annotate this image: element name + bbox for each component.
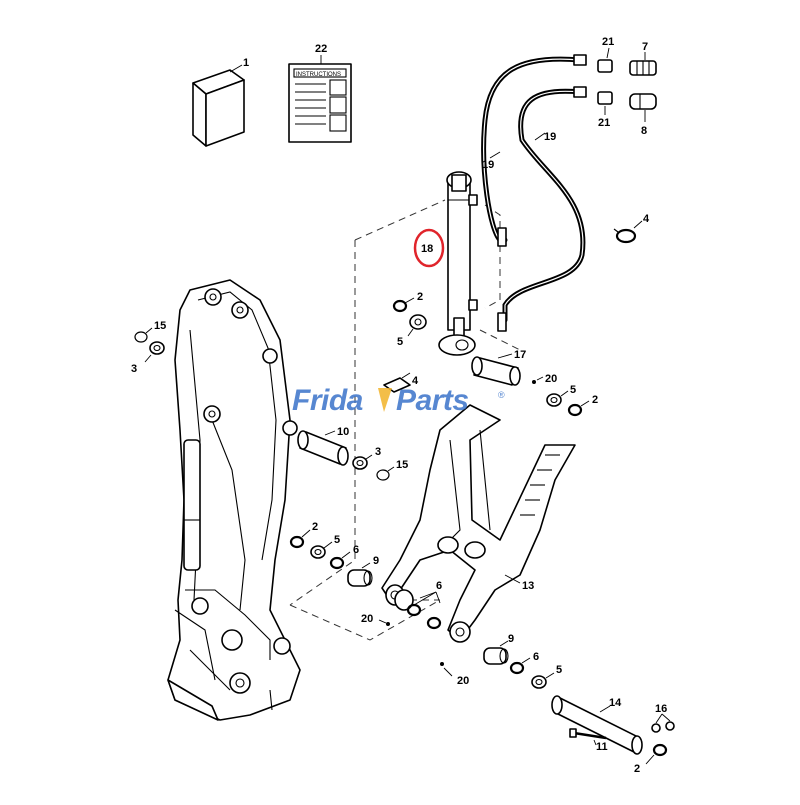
part-9-bushing-b	[483, 647, 507, 665]
watermark-y-accent	[378, 388, 392, 412]
part-5-washer-a	[409, 314, 427, 330]
label-17: 17	[514, 349, 526, 361]
label-2-bottom: 2	[634, 763, 640, 775]
part-3-washer-b	[352, 456, 368, 470]
part-10-pin	[297, 430, 349, 466]
part-18-highlight-circle	[413, 228, 445, 268]
part-4-clamp	[613, 220, 643, 244]
part-1-box	[192, 64, 245, 147]
part-5-washer-b	[546, 393, 562, 407]
label-19-left: 19	[482, 159, 494, 171]
label-21-top: 21	[602, 36, 614, 48]
part-11-bolt	[569, 728, 607, 746]
part-8-coupler	[629, 93, 657, 122]
instruction-sheet-title: INSTRUCTIONS	[296, 72, 341, 78]
part-16-nuts	[651, 713, 675, 733]
label-4-plate: 4	[412, 375, 419, 387]
seals-and-bushings	[134, 297, 668, 765]
fridayparts-watermark: Frida Parts ®	[292, 384, 505, 417]
label-22: 22	[315, 43, 327, 55]
part-6-oring-a	[329, 556, 345, 570]
label-20-mid: 20	[361, 613, 373, 625]
part-20-grease-c	[440, 662, 444, 666]
label-4-clamp: 4	[643, 213, 650, 225]
label-3-mid: 3	[375, 446, 381, 458]
part-18-hydraulic-cylinder[interactable]	[438, 171, 478, 356]
part-2-oring-b	[567, 403, 583, 417]
part-15-oring-a	[134, 331, 148, 343]
label-5-mid: 5	[334, 534, 340, 546]
boom-assembly	[167, 279, 301, 721]
part-5-washer-c	[310, 545, 326, 559]
part-22-instruction-sheet: INSTRUCTIONS	[288, 55, 352, 143]
label-1: 1	[243, 57, 249, 69]
callout-labels: 1 22 21 7 21 8 19 19 4 4 18 2 5 17 20 5 …	[131, 36, 667, 775]
part-7-coupler	[629, 52, 657, 76]
label-18: 18	[421, 243, 433, 255]
label-15-mid: 15	[396, 459, 408, 471]
label-15-left: 15	[154, 320, 166, 332]
label-6-link: 6	[436, 580, 442, 592]
part-6-washer-b	[394, 589, 414, 611]
label-6-bottom: 6	[533, 651, 539, 663]
label-20-bottom: 20	[457, 675, 469, 687]
part-6-oring-c	[509, 661, 525, 675]
label-9-mid: 9	[373, 555, 379, 567]
part-20-grease-a	[532, 380, 536, 384]
label-2-top: 2	[417, 291, 423, 303]
label-13: 13	[522, 580, 534, 592]
label-9-bottom: 9	[508, 633, 514, 645]
label-3-left: 3	[131, 363, 137, 375]
label-10: 10	[337, 426, 349, 438]
part-2-oring-c	[289, 535, 305, 549]
part-9-bushing-a	[347, 569, 371, 587]
watermark-right: Parts	[396, 384, 469, 417]
part-14-pin	[551, 695, 643, 755]
part-15-oring-b	[376, 469, 390, 481]
label-16: 16	[655, 703, 667, 715]
label-8: 8	[641, 125, 647, 137]
label-11: 11	[596, 741, 608, 753]
watermark-registered-mark: ®	[498, 390, 505, 400]
label-7: 7	[642, 41, 648, 53]
label-21-bottom: 21	[598, 117, 610, 129]
part-3-washer-a	[149, 341, 165, 355]
part-21-fittings	[597, 47, 613, 115]
label-5-right: 5	[570, 384, 576, 396]
part-17-pin	[471, 353, 521, 386]
part-2-oring-d	[652, 743, 668, 757]
label-2-mid: 2	[312, 521, 318, 533]
part-19-hoses	[481, 54, 587, 332]
label-14: 14	[609, 697, 622, 709]
label-5-bottom: 5	[556, 664, 562, 676]
part-2-oring-a	[392, 299, 408, 313]
watermark-left: Frida	[292, 384, 363, 417]
label-6-mid: 6	[353, 544, 359, 556]
part-5-washer-d	[531, 675, 547, 689]
part-20-grease-b	[386, 622, 390, 626]
label-20-top: 20	[545, 373, 557, 385]
label-19-right: 19	[544, 131, 556, 143]
label-2-right: 2	[592, 394, 598, 406]
label-5-top: 5	[397, 336, 403, 348]
